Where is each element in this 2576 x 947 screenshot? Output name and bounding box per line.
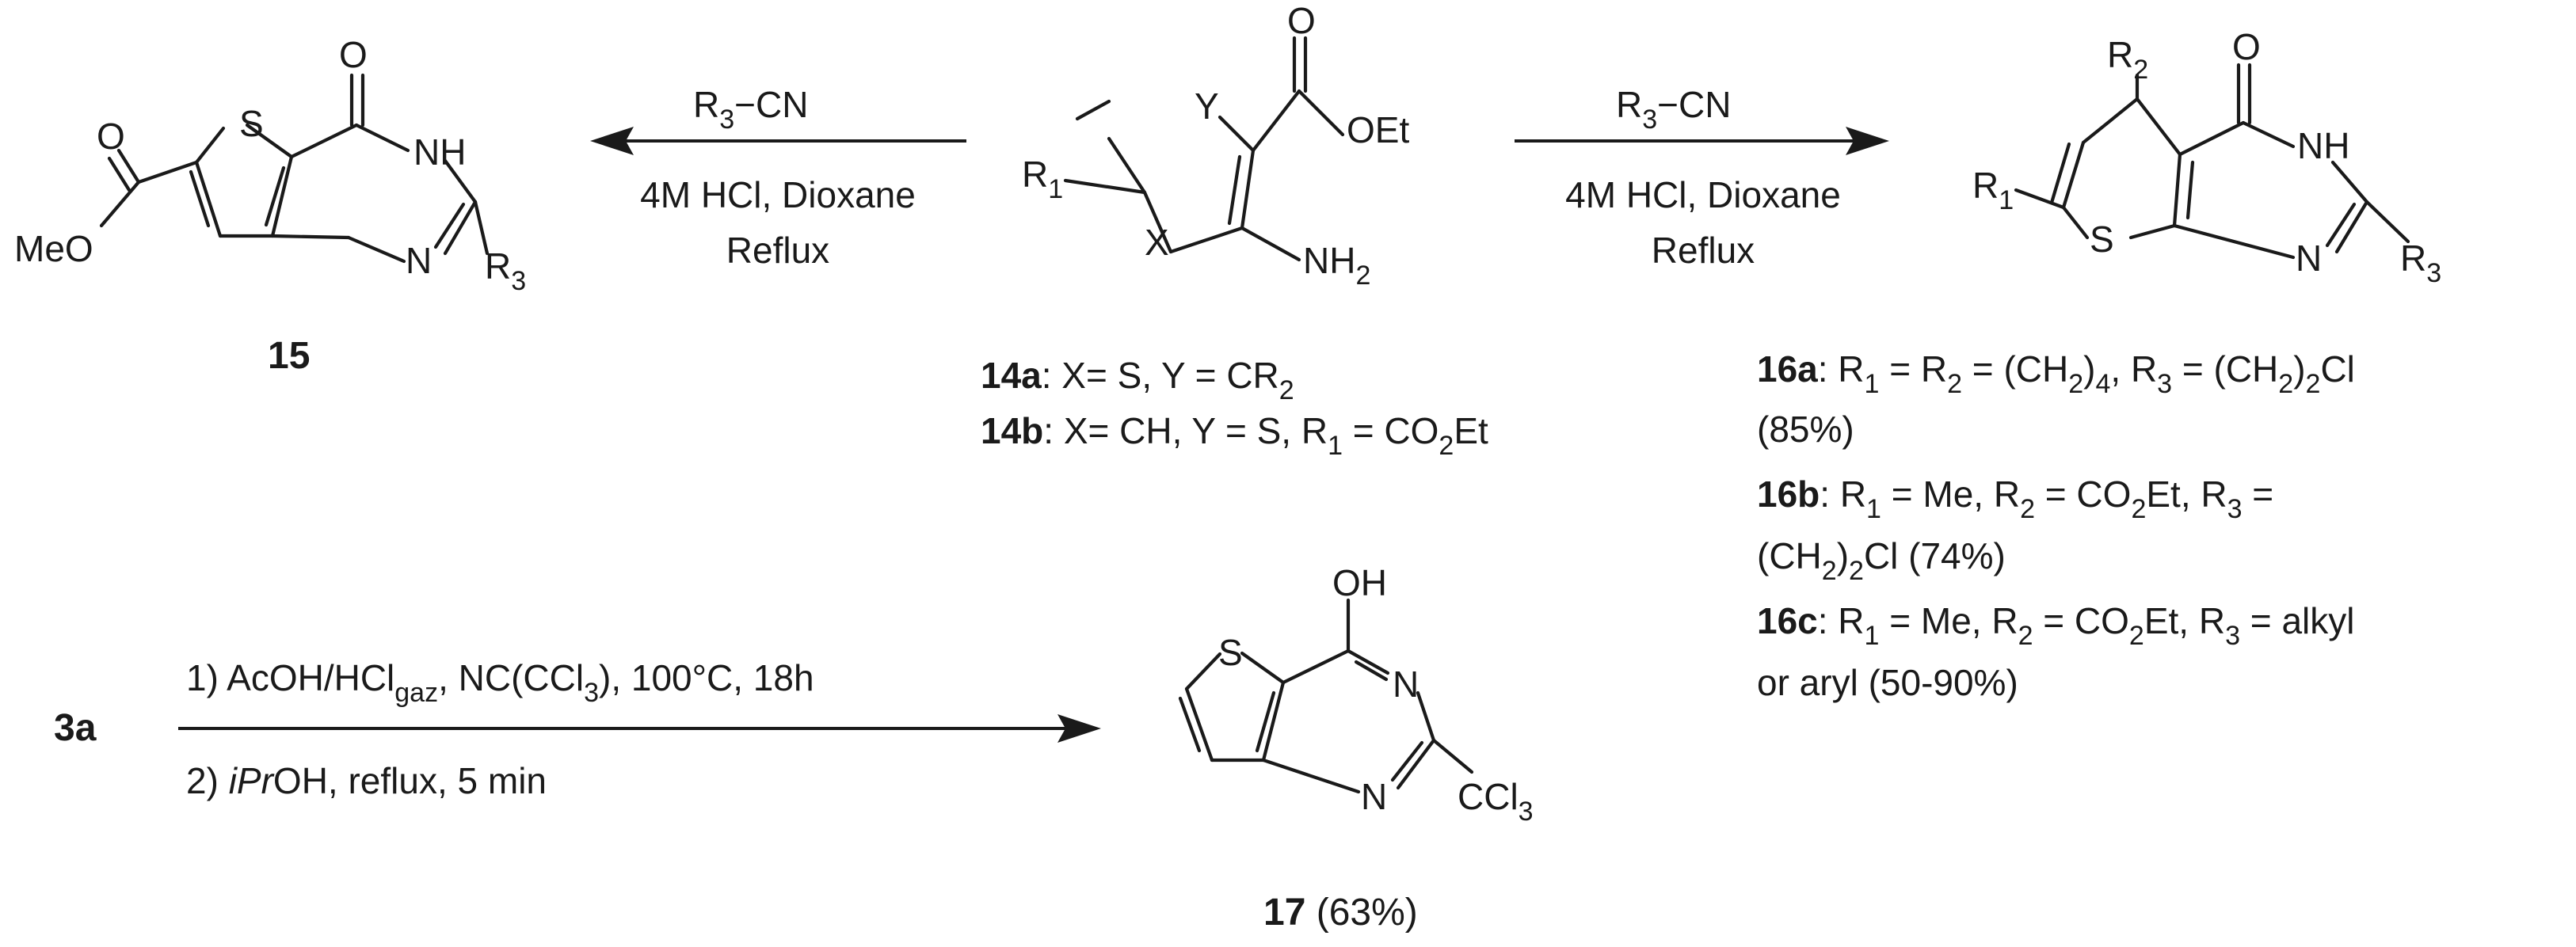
atom-n-bottom: N (1361, 776, 1387, 817)
compound-14-structure (1063, 36, 1345, 262)
atom-s: S (1218, 632, 1243, 673)
reagent-r3-cn-left: R3−CN (693, 84, 808, 135)
conditions-left-2: Reflux (726, 230, 829, 271)
conditions-right-1: 4M HCl, Dioxane (1565, 174, 1841, 215)
conditions-left-1: 4M HCl, Dioxane (640, 174, 916, 215)
substituent-r1: R1 (1022, 154, 1063, 204)
reaction-arrow-right (1515, 127, 1889, 155)
conditions-bottom-step1: 1) AcOH/HClgaz, NC(CCl3), 100°C, 18h (186, 657, 814, 708)
substituent-r1: R1 (1972, 165, 2014, 215)
substituent-r3: R3 (485, 245, 526, 296)
description-16b-line2: (CH2)2Cl (74%) (1757, 535, 2006, 586)
compound-17-structure (1178, 598, 1474, 794)
compound-label-17: 17 (63%) (1263, 892, 1418, 934)
reagent-r3-cn-right: R3−CN (1616, 84, 1731, 135)
description-14a: 14a: X= S, Y = CR2 (981, 355, 1294, 405)
group-meo: MeO (14, 228, 93, 269)
description-14b: 14b: X= CH, Y = S, R1 = CO2Et (981, 410, 1488, 461)
atom-o-carbonyl: O (339, 34, 368, 75)
atom-nh: NH (2297, 125, 2349, 166)
atom-o-ester: O (97, 116, 125, 157)
atom-n: N (406, 240, 432, 281)
atom-n-top: N (1393, 664, 1419, 705)
description-16c-line1: 16c: R1 = Me, R2 = CO2Et, R3 = alkyl (1757, 600, 2354, 651)
atom-n: N (2296, 238, 2322, 279)
atom-s: S (239, 103, 264, 144)
atom-o: O (2232, 26, 2261, 67)
description-16b-line1: 16b: R1 = Me, R2 = CO2Et, R3 = (1757, 474, 2273, 524)
compound-label-15: 15 (268, 335, 310, 377)
description-16a-line2: (85%) (1757, 409, 1854, 450)
atom-o: O (1287, 0, 1316, 41)
atom-nh: NH (413, 131, 466, 173)
description-16a-line1: 16a: R1 = R2 = (CH2)4, R3 = (CH2)2Cl (1757, 348, 2355, 399)
atom-s: S (2090, 219, 2114, 260)
reaction-arrow-bottom (178, 714, 1101, 743)
substituent-r3: R3 (2400, 238, 2441, 288)
starting-material-3a: 3a (54, 707, 97, 749)
group-ccl3: CCl3 (1458, 776, 1534, 827)
conditions-right-2: Reflux (1652, 230, 1755, 271)
atom-y: Y (1195, 86, 1219, 127)
reaction-arrow-left (590, 127, 966, 155)
description-16c-line2: or aryl (50-90%) (1757, 662, 2018, 703)
compound-15-structure (99, 73, 490, 264)
group-nh2: NH2 (1303, 240, 1370, 291)
substituent-r2: R2 (2107, 34, 2148, 85)
group-oh: OH (1332, 562, 1387, 603)
atom-x: X (1145, 222, 1169, 263)
conditions-bottom-step2: 2) iPrOH, reflux, 5 min (186, 760, 547, 801)
group-oet: OEt (1347, 109, 1409, 150)
compound-16-structure (2014, 63, 2410, 260)
